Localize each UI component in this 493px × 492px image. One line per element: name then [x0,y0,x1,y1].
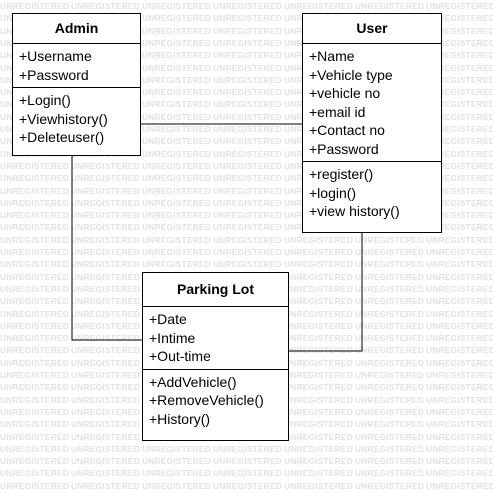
admin-operations: +Login() +Viewhistory() +Deleteuser() [13,88,140,150]
user-operations: +register() +login() +view history() [303,162,441,224]
admin-attributes: +Username +Password [13,44,140,88]
admin-operation-viewhistory: +Viewhistory() [19,110,108,127]
parking-lot-attribute-date: +Date [149,311,187,327]
parking-lot-attribute-out-time: +Out-time [149,348,211,364]
parking-lot-attributes: +Date +Intime +Out-time [143,307,288,370]
user-attributes: +Name +Vehicle type +vehicle no +email i… [303,44,441,162]
admin-attribute-username: +Username [19,48,92,64]
parking-lot-class[interactable]: Parking Lot +Date +Intime +Out-time +Add… [142,272,289,441]
admin-operation-deleteuser: +Deleteuser() [19,129,105,145]
user-attribute-password: +Password [309,140,379,157]
user-operation-login: +login() [309,184,357,201]
parking-lot-attribute-intime: +Intime [149,329,196,346]
user-operation-view-history: +view history() [309,203,400,219]
user-class-name: User [303,14,441,44]
user-attribute-contact-no: +Contact no [309,122,385,138]
parking-lot-operation-history: +History() [149,410,211,427]
admin-class-name: Admin [13,14,140,44]
parking-lot-operations: +AddVehicle() +RemoveVehicle() +History(… [143,370,288,432]
user-class[interactable]: User +Name +Vehicle type +vehicle no +em… [302,13,442,233]
parking-lot-operation-addvehicle: +AddVehicle() [149,373,237,390]
admin-operation-login: +Login() [19,92,71,108]
user-operation-register: +register() [309,166,374,182]
admin-attribute-password: +Password [19,66,89,83]
user-attribute-email-id: +email id [309,103,366,120]
user-attribute-name: +Name [309,48,355,64]
user-attribute-vehicle-type: +Vehicle type [309,66,393,83]
parking-lot-operation-removevehicle: +RemoveVehicle() [149,392,264,408]
association-admin-parking-lot [71,155,143,341]
admin-class[interactable]: Admin +Username +Password +Login() +View… [12,13,141,156]
association-user-parking-lot [289,232,363,352]
parking-lot-class-name: Parking Lot [143,273,288,307]
user-attribute-vehicle-no: +vehicle no [309,85,381,101]
